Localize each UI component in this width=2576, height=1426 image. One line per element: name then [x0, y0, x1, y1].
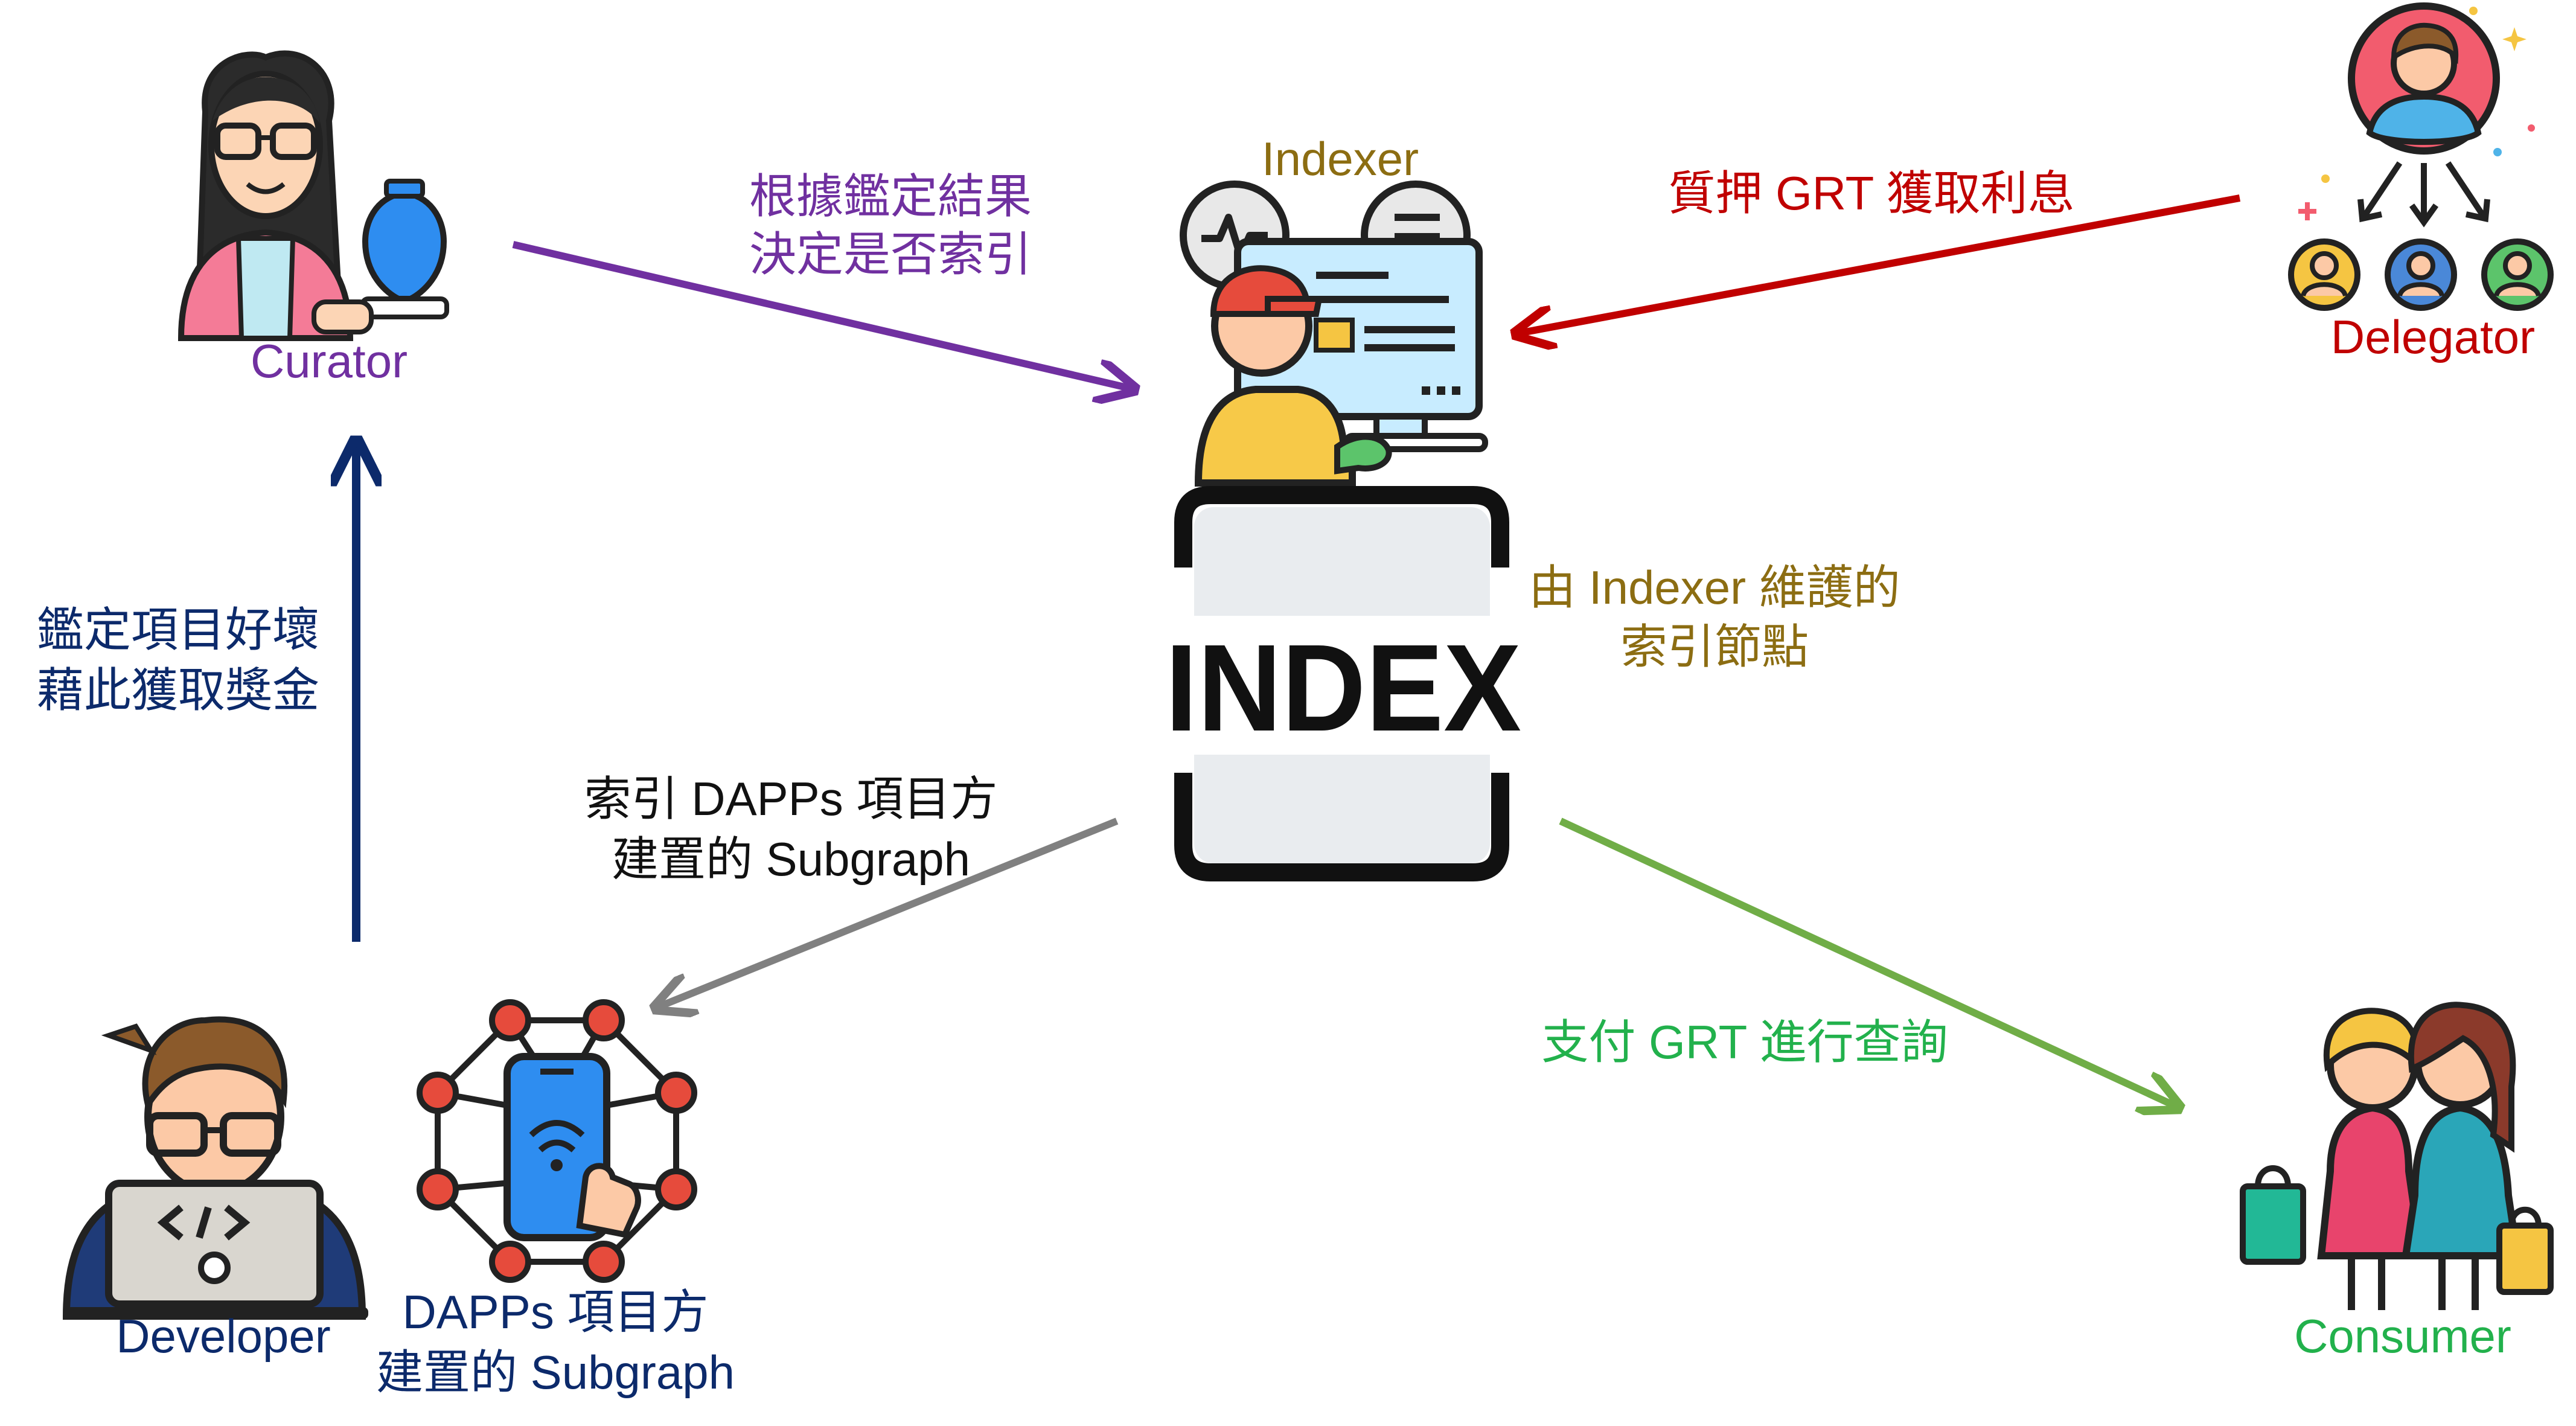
developer-label: Developer [116, 1309, 331, 1363]
arrow-curator-to-indexer [512, 241, 1135, 389]
indexer-to-subgraph-label-line2: 建置的 Subgraph [612, 833, 970, 886]
indexer-to-consumer-label: 支付 GRT 進行查詢 [1541, 1015, 1948, 1069]
developer-to-curator-label-line1: 鑑定項目好壞 [37, 603, 319, 656]
arrow-indexer-to-consumer [1559, 817, 2179, 1108]
delegator-label: Delegator [2331, 310, 2535, 363]
arrow-delegator-to-indexer [1515, 194, 2241, 334]
delegator-icon [2288, 2, 2554, 311]
index-node-icon [1150, 486, 1536, 881]
curator-label: Curator [251, 334, 407, 388]
index-node-label-line2: 索引節點 [1620, 620, 1809, 673]
curator-to-indexer-label-line1: 根據鑑定結果 [749, 170, 1032, 223]
subgraph-icon [417, 999, 697, 1283]
indexer-icon [1180, 181, 1488, 487]
indexer-to-subgraph-label-line1: 索引 DAPPs 項目方 [584, 772, 998, 825]
consumer-label: Consumer [2294, 1309, 2511, 1363]
index-node-label: INDEX [1165, 619, 1521, 757]
consumer-icon [2240, 1002, 2554, 1310]
curator-icon [177, 50, 449, 341]
subgraph-label-line1: DAPPs 項目方 [402, 1285, 708, 1338]
developer-icon [62, 1016, 368, 1320]
arrow-indexer-to-subgraph [655, 817, 1119, 1008]
index-node-label-line1: 由 Indexer 維護的 [1529, 561, 1900, 614]
subgraph-label-line2: 建置的 Subgraph [376, 1346, 735, 1399]
developer-to-curator-label-line2: 藉此獲取獎金 [37, 663, 319, 717]
indexer-label: Indexer [1262, 132, 1419, 185]
delegator-to-indexer-label: 質押 GRT 獲取利息 [1668, 167, 2074, 220]
curator-to-indexer-label-line2: 決定是否索引 [749, 228, 1032, 281]
